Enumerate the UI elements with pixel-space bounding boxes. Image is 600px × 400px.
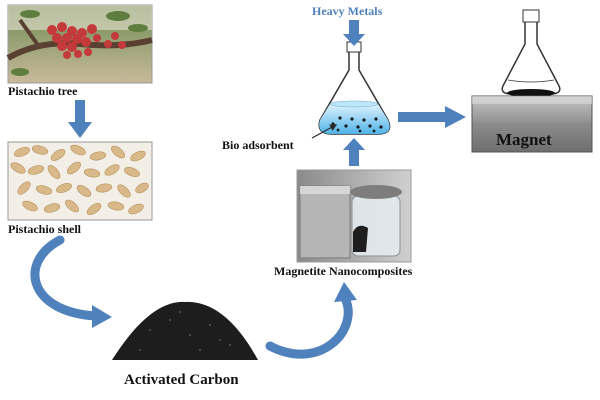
pistachio-tree-photo xyxy=(6,4,153,84)
bio-adsorbent-pointer xyxy=(311,124,338,139)
bio-adsorbent-label: Bio adsorbent xyxy=(222,138,294,152)
activated-carbon-photo xyxy=(110,298,260,364)
adsorption-flask xyxy=(318,41,391,135)
arrow-magnetite-up xyxy=(343,138,365,166)
pistachio-shell-photo xyxy=(7,141,153,221)
magnet-block xyxy=(471,95,593,153)
arrow-heavy-metals-down xyxy=(343,20,365,46)
arrow-tree-to-shell xyxy=(68,100,92,138)
pistachio-shell-label: Pistachio shell xyxy=(8,222,82,236)
magnet-label: Magnet xyxy=(496,130,552,149)
flow-arrows xyxy=(68,20,466,166)
separation-flask xyxy=(501,9,561,97)
activated-carbon-label: Activated Carbon xyxy=(124,372,239,388)
pistachio-tree-label: Pistachio tree xyxy=(8,84,78,98)
curved-arrows xyxy=(30,235,357,359)
arrow-shell-to-carbon xyxy=(30,235,101,321)
magnetite-jar-photo xyxy=(296,169,412,263)
arrow-carbon-to-magnetite xyxy=(265,293,353,359)
heavy-metals-label: Heavy Metals xyxy=(312,4,383,18)
magnetite-nanocomposites-label: Magnetite Nanocomposites xyxy=(274,264,413,278)
arrow-flask-to-magnet xyxy=(398,106,466,128)
